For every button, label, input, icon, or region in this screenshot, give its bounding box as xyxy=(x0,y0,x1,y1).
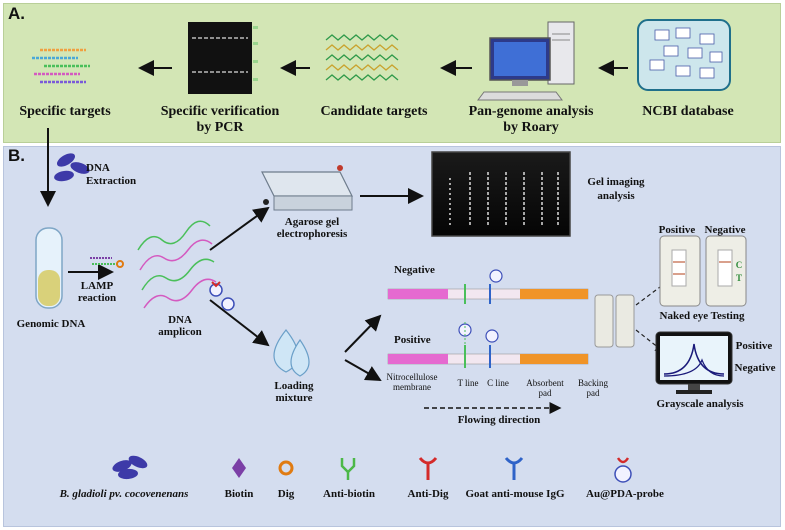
grayscale-positive-label: Positive xyxy=(735,340,773,352)
cassette-c-label: C xyxy=(735,260,743,270)
small-cassettes xyxy=(594,294,635,348)
ncbi-label: NCBI database xyxy=(642,104,734,119)
au-pda-probes-cluster xyxy=(209,281,235,311)
lamp-label-line2: reaction xyxy=(77,292,117,304)
flow-direction-label: Flowing direction xyxy=(457,414,541,426)
verification-label-line1: Specific verification xyxy=(160,104,280,119)
legend-label-biotin: Biotin xyxy=(224,488,254,500)
gel-imaging-label-line1: Gel imaging xyxy=(587,176,645,188)
specific-targets-label: Specific targets xyxy=(19,104,111,119)
strip-positive-label: Positive xyxy=(394,334,431,346)
panel-b-label: B. xyxy=(8,146,25,165)
backing-label-line1: Backing xyxy=(578,378,608,388)
bacteria-icon xyxy=(54,153,90,182)
gel-electrophoresis-box-icon xyxy=(261,165,353,211)
lamp-primers-icon xyxy=(90,257,124,268)
legend-probe-icon xyxy=(614,457,632,483)
panel-b-arrows xyxy=(40,128,424,381)
result-positive-label: Positive xyxy=(658,224,696,236)
dna-extraction-label-line1: DNA xyxy=(86,162,110,174)
backing-label-line2: pad xyxy=(586,388,600,398)
ncbi-database-icon xyxy=(637,19,731,91)
nitro-label-line2: membrane xyxy=(393,382,431,392)
legend-label-bacteria: B. gladioli pv. cocovenenans xyxy=(59,488,189,500)
strip-negative-label: Negative xyxy=(394,264,435,276)
grayscale-label: Grayscale analysis xyxy=(656,398,744,410)
legend-goat-igg-icon xyxy=(504,457,524,480)
computer-icon xyxy=(477,21,575,101)
monitor-icon xyxy=(655,331,733,394)
lamp-label-line1: LAMP xyxy=(80,280,114,292)
loading-label-line2: mixture xyxy=(275,392,313,404)
cassette-t-label: T xyxy=(735,273,742,283)
dna-amplicon-icon xyxy=(137,220,217,309)
amplicon-label-line2: amplicon xyxy=(158,326,202,338)
absorbent-label-line1: Absorbent xyxy=(526,378,564,388)
test-cassettes-large xyxy=(659,235,747,307)
gel-imaging-label-line2: analysis xyxy=(597,190,635,202)
candidate-targets-icon xyxy=(325,34,399,81)
candidate-targets-label: Candidate targets xyxy=(320,104,428,119)
legend-label-anti-dig: Anti-Dig xyxy=(407,488,449,500)
legend-dig-ring-icon xyxy=(278,460,294,476)
naked-eye-label: Naked eye Testing xyxy=(659,310,745,322)
panel-a-label: A. xyxy=(8,4,25,23)
c-line-label: C line xyxy=(487,378,509,388)
t-line-label: T line xyxy=(457,378,479,388)
legend-label-goat-igg: Goat anti-mouse IgG xyxy=(465,488,565,500)
test-tube-icon xyxy=(35,227,63,309)
legend-anti-biotin-icon xyxy=(340,458,356,480)
legend-label-anti-biotin: Anti-biotin xyxy=(323,488,375,500)
dna-extraction-label-line2: Extraction xyxy=(86,175,137,187)
agarose-label-line2: electrophoresis xyxy=(276,228,348,240)
verification-label-line2: by PCR xyxy=(196,120,244,135)
legend-label-probe: Au@PDA-probe xyxy=(586,488,664,500)
pcr-gel-image xyxy=(188,22,258,94)
grayscale-negative-label: Negative xyxy=(734,362,776,374)
strip-positive xyxy=(387,322,589,368)
result-negative-label: Negative xyxy=(704,224,746,236)
legend-label-dig: Dig xyxy=(277,488,295,500)
legend-anti-dig-icon xyxy=(418,457,438,480)
legend-bacteria-icon xyxy=(112,455,148,480)
agarose-label-line1: Agarose gel xyxy=(284,216,340,228)
pangenome-label-line1: Pan-genome analysis xyxy=(468,104,594,119)
specific-targets-icon xyxy=(32,48,90,84)
loading-label-line1: Loading xyxy=(274,380,314,392)
loading-mixture-droplet xyxy=(273,329,310,377)
gel-image xyxy=(431,151,571,237)
legend-biotin-diamond-icon xyxy=(232,458,246,478)
nitro-label-line1: Nitrocellulose xyxy=(386,372,438,382)
strip-negative xyxy=(387,269,589,304)
absorbent-label-line2: pad xyxy=(538,388,552,398)
pangenome-label-line2: by Roary xyxy=(503,120,559,135)
genomic-dna-label: Genomic DNA xyxy=(16,318,86,330)
amplicon-label-line1: DNA xyxy=(168,314,192,326)
